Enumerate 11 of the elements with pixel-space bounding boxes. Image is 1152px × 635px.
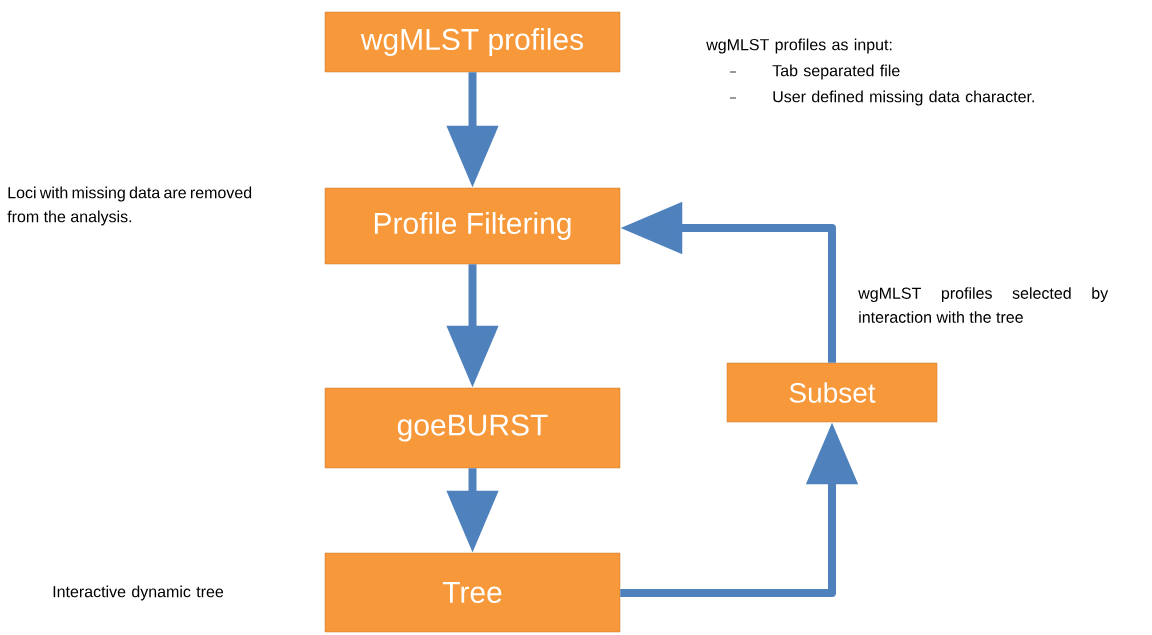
note-text: User defined missing data character.	[773, 90, 1034, 106]
note-text: Loci with missing data are removed from the analysis.	[7, 186, 252, 226]
note-text: wgMLST profiles as input:	[706, 38, 892, 54]
note-text: wgMLST profiles selected by interaction with the tree	[858, 287, 1109, 323]
process-box: Subset	[726, 362, 938, 423]
process-box: Tree	[324, 552, 621, 633]
process-box: Profile Filtering	[324, 187, 621, 265]
note-text: Interactive dynamic tree	[53, 585, 224, 601]
note-text: Tab separated file	[772, 64, 900, 80]
process-box: wgMLST profiles	[324, 11, 621, 73]
process-box: goeBURST	[324, 387, 621, 469]
